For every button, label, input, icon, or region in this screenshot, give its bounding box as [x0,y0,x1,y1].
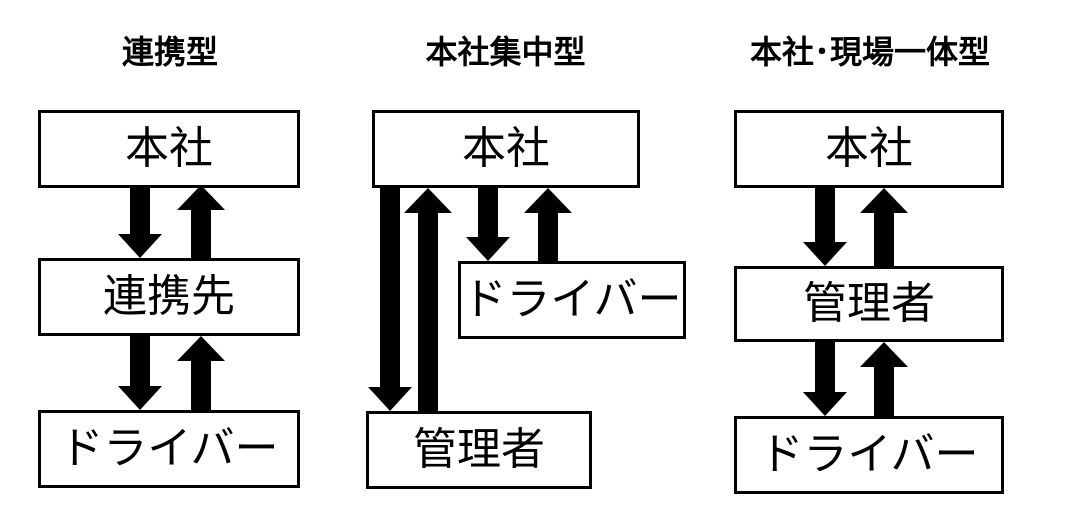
diagram-3-title: 本社･現場一体型 [749,33,990,71]
arrow-up-manager-to-hq [404,188,452,411]
diagram-1-title: 連携型 [121,33,218,71]
arrow-down-manager-to-driver-3 [803,342,847,416]
box-driver: ドライバー [458,261,686,339]
arrow-up-driver-to-partner [177,336,225,410]
arrow-up-manager-to-hq-3 [860,188,908,266]
arrow-down-hq-to-driver [466,188,510,261]
box-partner: 連携先 [38,258,300,336]
box-hq: 本社 [734,110,1004,188]
arrow-down-hq-to-partner [118,188,162,258]
box-manager: 管理者 [734,266,1004,342]
box-driver: ドライバー [38,410,300,488]
diagram-2-title: 本社集中型 [425,33,586,71]
box-hq: 本社 [372,110,640,188]
arrow-down-partner-to-driver [118,336,162,410]
arrow-down-hq-to-manager [368,188,412,411]
box-driver: ドライバー [734,416,1004,494]
arrow-up-driver-to-hq [524,188,572,261]
arrow-up-driver-to-manager-3 [860,342,908,416]
arrow-up-partner-to-hq [177,185,225,258]
arrow-down-hq-to-manager-3 [803,188,847,266]
box-manager: 管理者 [366,411,592,489]
box-hq: 本社 [38,110,300,188]
